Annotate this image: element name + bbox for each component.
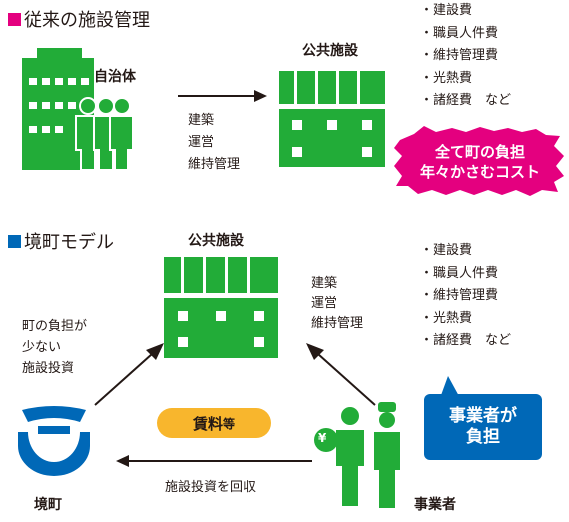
facility-icon xyxy=(279,71,385,167)
section1-heading: 従来の施設管理 xyxy=(8,6,150,32)
cost-item: 維持管理費 xyxy=(420,285,511,308)
cost-item: 光熱費 xyxy=(420,68,511,91)
section2-cost-list: 建設費 職員人件費 維持管理費 光熱費 諸経費 など xyxy=(420,240,511,353)
rent-badge: 賃料等 xyxy=(157,408,271,438)
pink-burst-shape xyxy=(394,126,564,196)
cost-item: 職員人件費 xyxy=(420,263,511,286)
callout-pointer xyxy=(440,376,460,398)
arrow-text-line: 建築 xyxy=(188,113,215,128)
arrow-text-line: 維持管理 xyxy=(188,157,241,172)
callout-line: 事業者が xyxy=(449,406,517,426)
burst-line: 全て町の負担 xyxy=(434,143,525,161)
cost-item: 職員人件費 xyxy=(420,23,511,46)
cost-item: 維持管理費 xyxy=(420,45,511,68)
municipality-label: 自治体 xyxy=(94,69,136,85)
operator-people-icon xyxy=(314,402,400,508)
left-note-line: 町の負担が xyxy=(22,319,88,334)
cost-item: 諸経費 など xyxy=(420,330,511,353)
yen-symbol: ¥ xyxy=(318,431,327,445)
operator-label: 事業者 xyxy=(414,497,456,513)
pink-square-marker xyxy=(8,12,21,26)
section1-facility-label: 公共施設 xyxy=(302,43,358,59)
municipality-icon xyxy=(22,48,134,170)
section2-arrow-text: 建築 運営 維持管理 xyxy=(311,274,363,334)
section1-arrow-text: 建築 運営 維持管理 xyxy=(188,110,240,176)
rent-suffix: 等 xyxy=(223,416,236,431)
bottom-arrow-label: 施設投資を回収 xyxy=(165,480,257,495)
up-left-arrow-icon xyxy=(306,343,376,406)
section1-heading-text: 従来の施設管理 xyxy=(24,10,150,31)
town-label: 境町 xyxy=(34,497,62,513)
arrow-text-line: 維持管理 xyxy=(311,316,364,331)
town-emblem-icon xyxy=(18,406,90,476)
section2-heading: 境町モデル xyxy=(8,228,114,254)
section1-cost-list: 建設費 職員人件費 維持管理費 光熱費 諸経費 など xyxy=(420,0,511,113)
section2-heading-text: 境町モデル xyxy=(24,232,114,253)
arrow-text-line: 建築 xyxy=(311,276,338,291)
up-right-arrow-icon xyxy=(94,343,164,406)
cost-item: 光熱費 xyxy=(420,308,511,331)
cost-item: 諸経費 など xyxy=(420,90,511,113)
burst-line: 年々かさむコスト xyxy=(419,163,540,181)
left-note-line: 少ない xyxy=(22,340,62,355)
facility-icon xyxy=(164,257,278,358)
arrow-text-line: 運営 xyxy=(311,296,338,311)
callout-line: 負担 xyxy=(466,427,500,447)
arrow-text-line: 運営 xyxy=(188,135,215,150)
cost-item: 建設費 xyxy=(420,240,511,263)
left-arrow-icon xyxy=(116,455,312,467)
rent-main: 賃料 xyxy=(192,414,223,433)
left-note-line: 施設投資 xyxy=(22,361,75,376)
burst-text: 全て町の負担 年々かさむコスト xyxy=(394,140,566,184)
operator-burden-callout: 事業者が 負担 xyxy=(424,394,542,460)
section2-facility-label: 公共施設 xyxy=(188,233,244,249)
blue-square-marker xyxy=(8,234,21,248)
cost-item: 建設費 xyxy=(420,0,511,23)
right-arrow-icon xyxy=(178,90,267,102)
left-note: 町の負担が 少ない 施設投資 xyxy=(22,316,87,379)
